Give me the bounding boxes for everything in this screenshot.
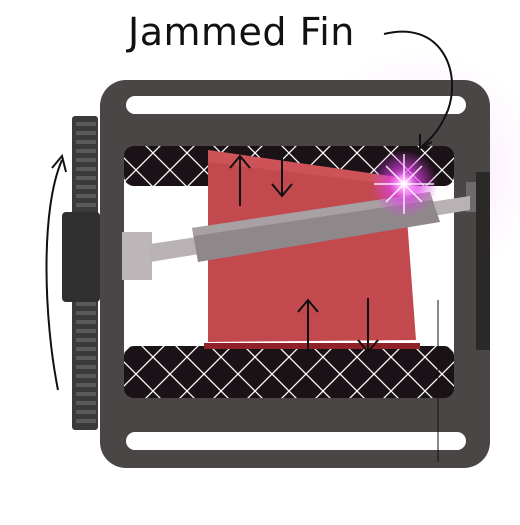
up-arrow-icon	[297, 298, 319, 354]
gear-tooth	[76, 338, 96, 342]
bottom-slot	[126, 432, 466, 450]
gear-tooth	[76, 356, 96, 360]
gear-tooth	[76, 401, 96, 405]
rotation-arrow-icon	[45, 159, 63, 391]
shaft-hub	[122, 232, 152, 280]
gear-tooth	[76, 140, 96, 144]
gear-tooth	[76, 176, 96, 180]
jammed-fin	[208, 150, 416, 342]
gear-tooth	[76, 311, 96, 315]
down-arrow-icon	[357, 298, 379, 354]
gear-tooth	[76, 149, 96, 153]
gear-tooth	[76, 203, 96, 207]
drive-gear	[62, 116, 100, 430]
spark-rays	[374, 154, 434, 214]
gear-tooth	[76, 410, 96, 414]
gear-tooth	[76, 374, 96, 378]
gear-tooth	[76, 320, 96, 324]
gear-tooth	[76, 392, 96, 396]
gear-tooth	[76, 185, 96, 189]
gear-tooth	[76, 122, 96, 126]
gear-tooth	[76, 365, 96, 369]
gear-tooth	[76, 131, 96, 135]
jammed-fin-label: Jammed Fin	[128, 10, 355, 54]
gear-teeth	[76, 122, 96, 423]
right-bearing	[466, 182, 476, 212]
up-arrow-icon	[229, 154, 251, 206]
gear-tooth	[76, 383, 96, 387]
callout-arrow-head-icon	[419, 134, 433, 150]
top-slot	[126, 96, 466, 114]
lower-mesh	[124, 346, 454, 398]
gear-tooth	[76, 302, 96, 306]
fin-highlight	[208, 150, 404, 186]
gear-tooth	[76, 419, 96, 423]
gear-tooth	[76, 158, 96, 162]
gear-tooth	[76, 194, 96, 198]
rotation-arrow-head-icon	[51, 153, 67, 173]
right-bracket	[476, 172, 490, 350]
down-arrow-icon	[271, 158, 293, 198]
shaft-sleeve-highlight	[192, 192, 432, 236]
gear-tooth	[76, 329, 96, 333]
shaft-sleeve	[192, 192, 440, 262]
gear-tooth	[76, 347, 96, 351]
gear-tooth	[76, 167, 96, 171]
callout-leader	[383, 30, 453, 147]
